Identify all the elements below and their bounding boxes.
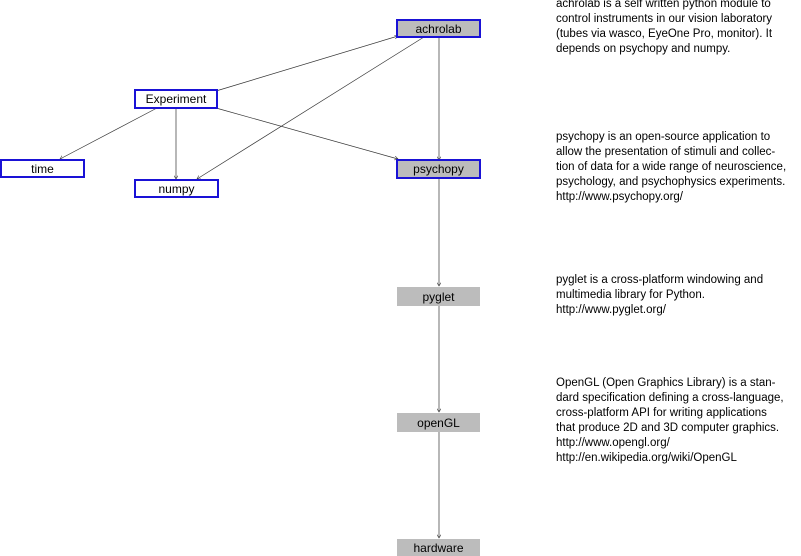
description-pyglet: pyglet is a cross-platform windowing and… (556, 273, 801, 318)
description-line: multimedia library for Python. (556, 289, 705, 301)
node-numpy: numpy (134, 179, 219, 198)
description-achrolab: achrolab is a self written python module… (556, 0, 801, 57)
node-time: time (0, 159, 85, 178)
description-line: http://en.wikipedia.org/wiki/OpenGL (556, 452, 737, 464)
edge-experiment-achrolab (215, 36, 398, 92)
description-line: http://www.psychopy.org/ (556, 191, 683, 203)
description-line: that produce 2D and 3D computer graphics… (556, 422, 780, 434)
node-experiment: Experiment (134, 89, 218, 109)
description-line: dard specification defining a cross-lang… (556, 392, 784, 404)
node-hardware: hardware (397, 539, 480, 556)
edge-experiment-psychopy (215, 107, 398, 159)
description-line: (tubes via wasco, EyeOne Pro, monitor). … (556, 28, 773, 40)
description-opengl: OpenGL (Open Graphics Library) is a stan… (556, 376, 801, 466)
description-line: cross-platform API for writing applicati… (556, 407, 767, 419)
description-line: psychology, and psychophysics experiment… (556, 176, 786, 188)
description-line: http://www.opengl.org/ (556, 437, 670, 449)
description-line: achrolab is a self written python module… (556, 0, 771, 10)
description-line: depends on psychopy and numpy. (556, 43, 731, 55)
description-line: psychopy is an open-source application t… (556, 131, 771, 143)
description-psychopy: psychopy is an open-source application t… (556, 130, 801, 205)
node-psychopy: psychopy (396, 159, 481, 179)
node-opengl: openGL (397, 413, 480, 432)
description-line: tion of data for a wide range of neurosc… (556, 161, 787, 173)
edge-achrolab-numpy (197, 36, 425, 180)
description-line: OpenGL (Open Graphics Library) is a stan… (556, 377, 776, 389)
edge-experiment-time (60, 107, 158, 159)
description-line: pyglet is a cross-platform windowing and (556, 274, 764, 286)
description-line: control instruments in our vision labora… (556, 13, 773, 25)
description-line: allow the presentation of stimuli and co… (556, 146, 776, 158)
description-line: http://www.pyglet.org/ (556, 304, 666, 316)
node-achrolab: achrolab (396, 19, 481, 38)
node-pyglet: pyglet (397, 287, 480, 306)
